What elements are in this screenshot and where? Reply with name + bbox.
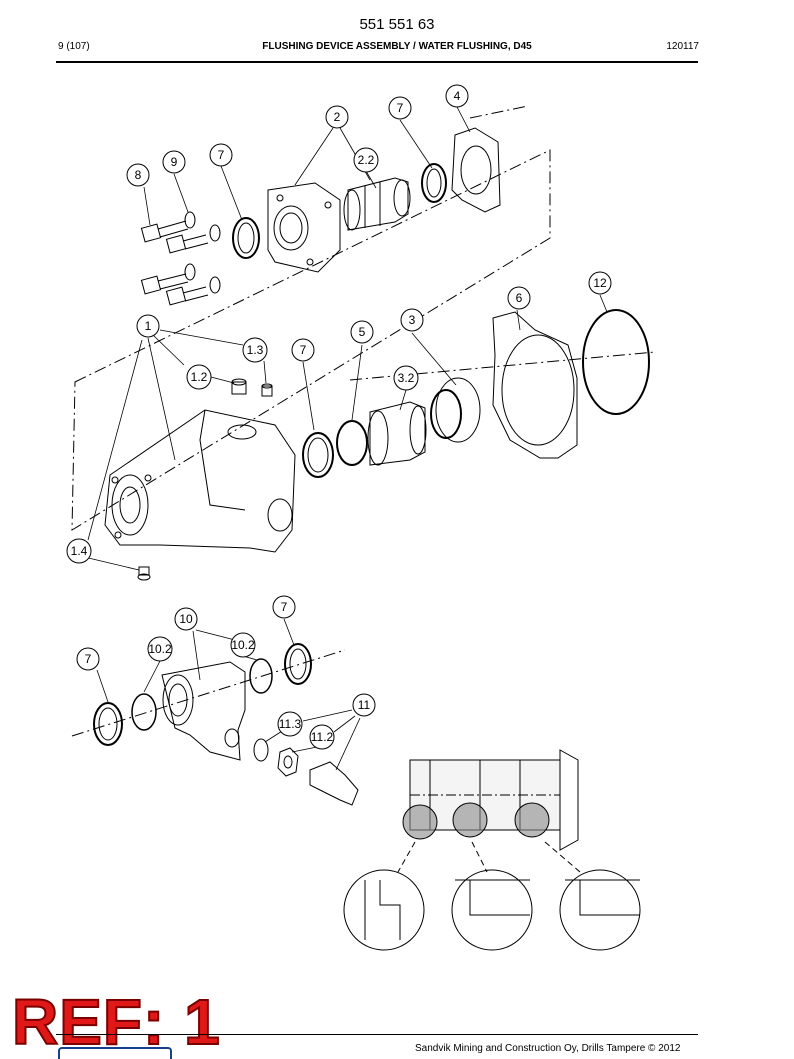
svg-text:11.3: 11.3 [279,717,302,731]
callout-4: 4 [445,84,469,108]
seal-ring-part [93,702,123,746]
svg-text:6: 6 [516,291,523,305]
footer-copyright: Sandvik Mining and Construction Oy, Dril… [415,1043,681,1054]
page-number: 9 (107) [58,41,90,52]
seal-ring-part [302,432,334,478]
document-number: 551 551 63 [359,16,435,33]
nut-part [277,747,299,777]
bolt-part [165,234,209,254]
svg-text:7: 7 [218,148,225,162]
gasket-part [492,311,578,459]
callout-12: 12 [588,271,612,295]
svg-text:7: 7 [300,343,307,357]
footer-rule [56,1034,698,1035]
svg-text:1: 1 [145,319,152,333]
svg-text:10.2: 10.2 [231,638,255,652]
callout-1: 1 [136,314,160,338]
callout-7: 7 [76,647,100,671]
header-rule [56,61,698,63]
callout-10-2: 10.2 [147,636,173,662]
svg-text:3: 3 [409,313,416,327]
o-ring-part [582,309,650,415]
seal-ring-part [430,377,481,443]
callout-2: 2 [325,105,349,129]
document-code: 120117 [666,41,699,52]
seal-ring-part [232,217,260,259]
svg-text:7: 7 [281,600,288,614]
svg-text:7: 7 [85,652,92,666]
support-ring-part [131,693,157,731]
callout-1-4: 1.4 [66,538,92,564]
elbow-fitting-part [309,761,359,806]
flange-part [267,182,341,273]
callout-1-3: 1.3 [242,337,268,363]
screw-part [137,566,151,581]
bolt-part [165,286,209,306]
svg-text:10: 10 [179,612,193,626]
callout-10-2: 10.2 [230,632,256,658]
svg-text:7: 7 [397,101,404,115]
callout-6: 6 [507,286,531,310]
support-ring-part [249,658,273,694]
callout-7: 7 [388,96,412,120]
svg-text:11: 11 [358,698,371,712]
page-title: FLUSHING DEVICE ASSEMBLY / WATER FLUSHIN… [262,41,532,52]
svg-text:2: 2 [334,110,341,124]
adapter-part [161,661,246,761]
bushing-part [367,401,427,466]
callout-3: 3 [400,308,424,332]
o-ring-part [336,420,368,466]
housing-part [104,409,296,553]
svg-text:5: 5 [359,325,366,339]
seal-ring-part [284,643,312,685]
reference-stamp: REF: 1 [11,986,221,1058]
callout-1-2: 1.2 [186,364,212,390]
bolt-part [140,220,189,243]
svg-text:3.2: 3.2 [398,371,415,385]
callout-8: 8 [126,163,150,187]
washer-part [184,211,221,294]
callout-5: 5 [350,320,374,344]
callout-11: 11 [352,693,376,717]
callout-7: 7 [291,338,315,362]
washer-part [253,738,269,762]
seal-ring-part [421,163,447,203]
svg-text:11.2: 11.2 [311,730,334,744]
svg-text:1.3: 1.3 [247,343,264,357]
leader-lines [79,106,608,771]
plug-part [231,378,273,397]
svg-text:1.4: 1.4 [71,544,88,558]
svg-text:2.2: 2.2 [358,153,375,167]
callout-9: 9 [162,150,186,174]
svg-text:4: 4 [454,89,461,103]
bolt-part [140,273,189,295]
callout-11-3: 11.3 [277,711,303,737]
callout-7: 7 [209,143,233,167]
callout-11-2: 11.2 [309,724,335,750]
svg-text:12: 12 [593,276,607,290]
callout-7: 7 [272,595,296,619]
svg-text:9: 9 [171,155,178,169]
sandvik-logo [58,1047,172,1059]
callout-2-2: 2.2 [353,147,379,173]
gasket-part [451,127,501,213]
svg-text:10.2: 10.2 [148,642,172,656]
callout-10: 10 [174,607,198,631]
callout-3-2: 3.2 [393,365,419,391]
svg-text:8: 8 [135,168,142,182]
section-view [343,749,641,951]
svg-text:1.2: 1.2 [191,370,208,384]
bushing-part [343,177,411,231]
